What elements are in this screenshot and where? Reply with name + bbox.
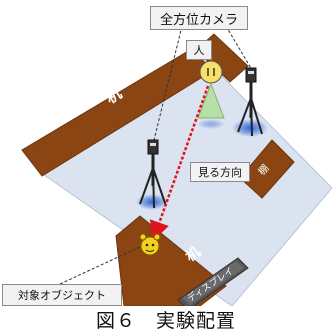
camera-leader-right: [225, 25, 253, 71]
person-head-shadow: [197, 119, 225, 129]
omnidirectional-camera-label: 全方位カメラ: [150, 6, 248, 30]
camera-right-glow: [232, 119, 268, 137]
person-icon: [197, 60, 225, 129]
figure-caption: 図６ 実験配置: [95, 310, 236, 332]
shelf: 棚: [239, 139, 295, 199]
camera-left: [136, 139, 168, 210]
camera-left-glow: [136, 194, 168, 210]
omnidirectional-camera-icon: [245, 67, 257, 83]
target-object-label: 対象オブジェクト: [2, 284, 122, 306]
view-direction-arrow: [149, 85, 210, 242]
view-direction-label: 見る方向: [190, 162, 250, 182]
camera-leader-left: [153, 25, 183, 141]
target-object-icon: [139, 233, 161, 256]
camera-right: [232, 67, 268, 137]
person-head: [199, 60, 223, 84]
person-body: [197, 82, 225, 119]
experiment-layout-diagram: 机 棚 机 ディスプレイ: [21, 25, 332, 306]
target-leader: [59, 245, 143, 285]
omnidirectional-camera-icon: [147, 139, 159, 155]
person-label: 人: [186, 40, 212, 60]
